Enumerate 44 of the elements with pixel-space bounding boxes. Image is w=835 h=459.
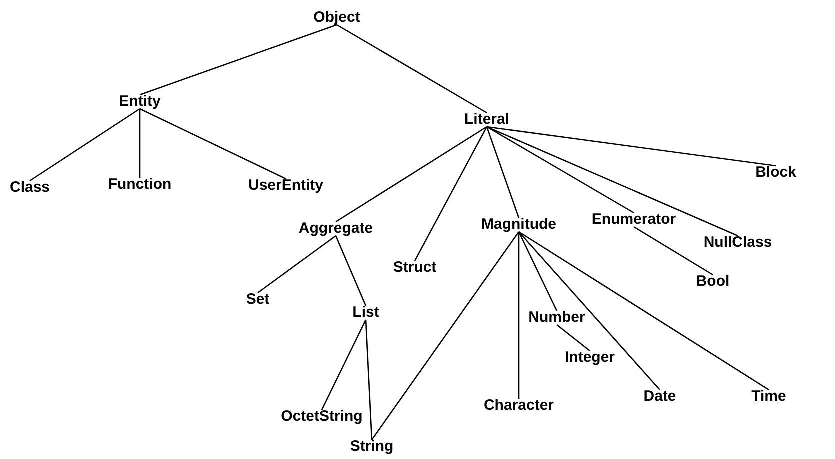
connector-line [556, 324, 590, 352]
class-label: Integer [563, 349, 617, 367]
class-label: Number [526, 309, 588, 327]
class-label: Function [106, 176, 174, 194]
class-label: Object [312, 9, 362, 27]
connector-line [335, 236, 367, 306]
class-label: Enumerator [590, 211, 678, 229]
connector-line [518, 232, 558, 312]
class-label: Magnitude [480, 216, 558, 234]
class-label: Time [750, 388, 788, 406]
connector-line [30, 108, 140, 182]
connector-line [140, 108, 286, 180]
connector-line [321, 320, 367, 410]
class-label: String [348, 438, 396, 456]
class-label: List [350, 304, 382, 322]
connector-line [258, 235, 336, 294]
connector-line [518, 232, 520, 399]
class-label: Block [754, 164, 798, 182]
class-label: Set [244, 291, 272, 309]
connector-line [139, 109, 141, 178]
class-label: Class [8, 179, 52, 197]
connector-line [486, 126, 634, 214]
connector-line [518, 232, 660, 390]
class-label: UserEntity [246, 177, 326, 195]
connector-line [486, 126, 738, 237]
connector-line [336, 24, 488, 114]
class-label: Struct [391, 259, 439, 277]
class-label: NullClass [702, 234, 774, 252]
class-label: Literal [462, 111, 512, 129]
connector-line [371, 232, 520, 440]
class-label: Bool [694, 273, 732, 291]
connector-line [414, 126, 488, 262]
class-label: Aggregate [296, 220, 376, 238]
connector-line [140, 24, 338, 96]
connector-line [634, 226, 714, 276]
connector-line [486, 126, 520, 218]
connector-line [365, 320, 373, 440]
class-label: Entity [117, 93, 163, 111]
class-label: Character [482, 397, 556, 415]
class-label: OctetString [279, 408, 365, 426]
connector-line [518, 231, 770, 391]
connector-line [336, 126, 488, 223]
connector-line [486, 126, 776, 167]
class-label: Date [642, 388, 678, 406]
